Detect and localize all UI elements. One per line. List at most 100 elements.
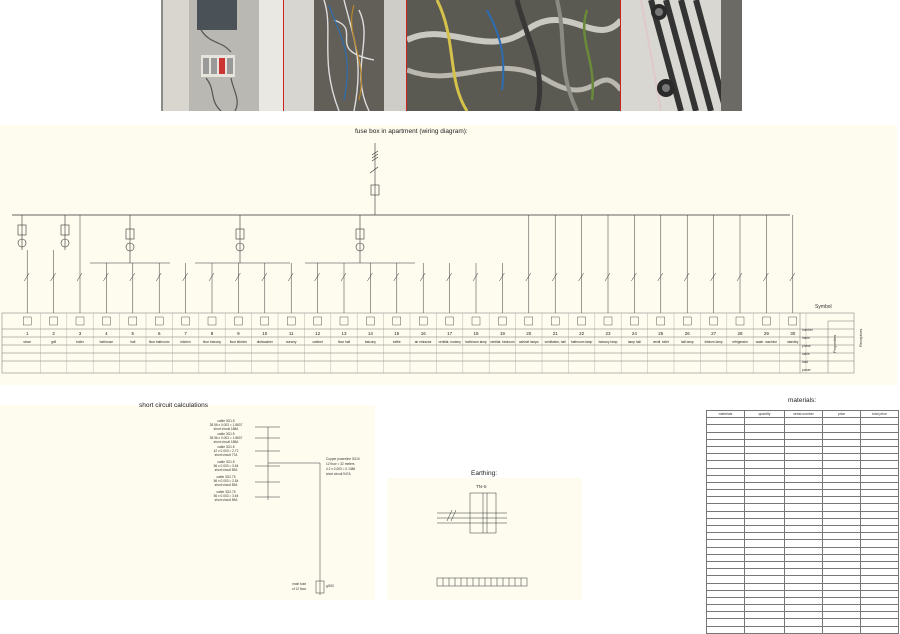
materials-cell — [860, 618, 899, 627]
circuit-branch — [261, 263, 268, 313]
circuit-branch — [129, 263, 136, 313]
materials-cell — [860, 424, 899, 433]
materials-cell — [822, 417, 861, 426]
earthing-diagram — [436, 492, 528, 587]
materials-cell — [822, 524, 861, 534]
materials-cell — [822, 575, 861, 584]
circuit-number: 8 — [211, 331, 214, 336]
materials-row — [706, 467, 899, 476]
materials-cell — [706, 524, 745, 534]
materials-row — [706, 481, 899, 491]
materials-cell — [706, 589, 745, 598]
materials-cell — [706, 453, 745, 462]
materials-cell — [744, 496, 785, 505]
materials-cell — [706, 618, 745, 627]
circuit-branch — [103, 263, 109, 313]
circuit-number: 1 — [26, 331, 29, 336]
materials-cell — [860, 589, 899, 598]
circuit-number: 22 — [579, 331, 585, 336]
receptor-symbol — [260, 316, 269, 326]
circuit-name: ventilation, hall — [545, 340, 566, 344]
circuit-branch — [419, 263, 426, 313]
materials-cell — [822, 460, 861, 469]
circuit-name: floor balcony — [203, 340, 221, 344]
materials-cell — [860, 625, 899, 634]
materials-cell — [744, 589, 785, 598]
materials-cell — [706, 474, 745, 483]
main-fuse-symbol — [315, 580, 325, 594]
circuit-name: bathroom lamp — [465, 340, 486, 344]
circuit-branch — [789, 215, 796, 313]
materials-cell — [706, 517, 745, 527]
materials-row — [706, 417, 899, 426]
circuit-number: 15 — [394, 331, 400, 336]
circuit-number: 6 — [158, 331, 161, 336]
short-circuit-title: short circuit calculations — [139, 402, 208, 409]
materials-cell — [706, 560, 745, 570]
circuit-number: 4 — [105, 331, 108, 336]
short-circuit-diagram — [255, 426, 325, 595]
receptor-symbol — [234, 316, 243, 326]
circuit-name: floor bathroom — [149, 340, 170, 344]
receptor-symbol — [181, 316, 190, 326]
circuit-number: 12 — [315, 331, 321, 336]
circuit-name: balcony lamp — [599, 340, 618, 344]
materials-cell — [784, 474, 823, 483]
materials-cell — [822, 611, 861, 620]
materials-cell — [784, 424, 823, 433]
circuit-branch — [763, 215, 769, 313]
materials-cell — [784, 510, 823, 519]
materials-title: materials: — [788, 397, 817, 404]
materials-cell — [822, 503, 861, 512]
circuit-number: 5 — [132, 331, 135, 336]
materials-cell — [706, 546, 745, 555]
receptor-symbol — [419, 316, 428, 326]
circuit-number: 21 — [553, 331, 559, 336]
materials-row — [706, 474, 899, 483]
receptor-symbol — [75, 316, 85, 326]
materials-cell — [784, 445, 823, 455]
circuit-branch — [683, 215, 690, 313]
materials-cell — [784, 496, 823, 505]
materials-row — [706, 460, 899, 469]
circuit-branch — [235, 263, 241, 313]
materials-cell — [860, 517, 899, 527]
materials-cell — [784, 532, 823, 541]
materials-cell — [744, 604, 785, 613]
circuit-name: ventilat. nursery — [438, 340, 461, 344]
materials-cell — [822, 532, 861, 541]
materials-cell — [706, 575, 745, 584]
materials-cell — [784, 460, 823, 469]
materials-row — [706, 496, 899, 505]
circuit-name: cabinet — [312, 340, 322, 344]
circuit-branch — [76, 215, 83, 313]
receptor-symbol — [788, 316, 797, 326]
receptor-symbol — [49, 316, 58, 326]
materials-cell — [744, 532, 785, 541]
receptor-symbol — [577, 316, 586, 326]
materials-cell — [822, 539, 861, 548]
circuit-number: 24 — [632, 331, 638, 336]
circuit-name: kitchen lamp — [705, 340, 723, 344]
materials-cell — [744, 467, 785, 476]
circuit-number: 3 — [79, 331, 82, 336]
circuit-name: refrigerator — [732, 340, 749, 344]
receptor-symbol — [445, 316, 454, 326]
circuit-branch — [287, 263, 294, 313]
materials-cell — [706, 445, 745, 455]
materials-cell — [860, 524, 899, 534]
materials-cell — [860, 503, 899, 512]
materials-cell — [784, 503, 823, 512]
materials-cell — [860, 438, 899, 447]
materials-cell — [822, 618, 861, 627]
materials-cell — [860, 575, 899, 584]
circuit-name: bathroom — [100, 340, 114, 344]
circuit-number: 30 — [790, 331, 796, 336]
materials-row — [706, 575, 899, 584]
materials-cell — [744, 524, 785, 534]
circuit-branch — [472, 263, 479, 313]
